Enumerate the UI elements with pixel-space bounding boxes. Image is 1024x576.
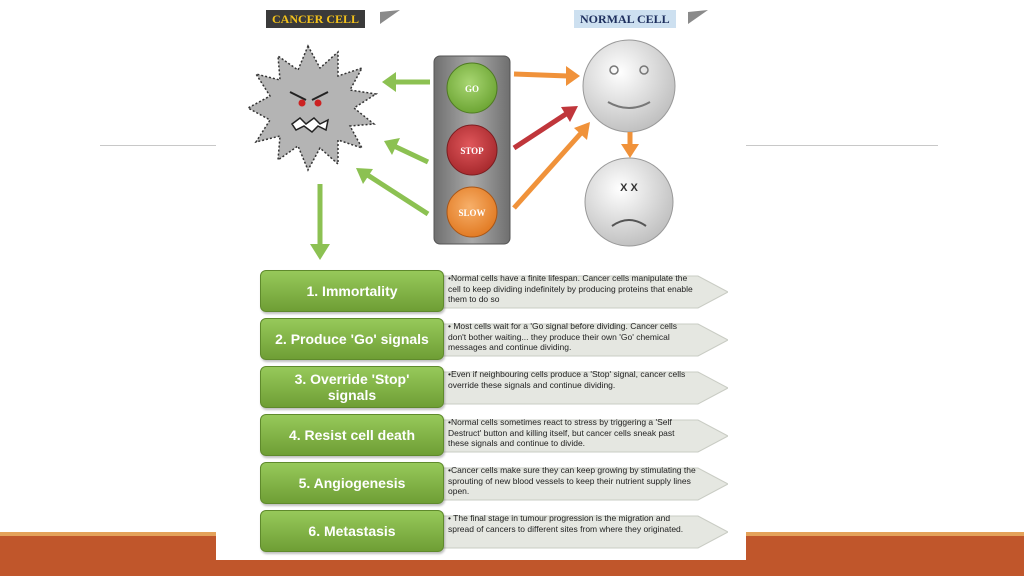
go-light-label: GO [465, 84, 479, 94]
hallmark-description: •Even if neighbouring cells produce a 'S… [448, 369, 686, 390]
slide-divider-left [100, 145, 216, 146]
arrow-cancer-down [310, 184, 330, 260]
row-arrow-shape [388, 323, 728, 357]
cancer-cell-label: CANCER CELL [266, 10, 366, 28]
hallmark-description: • The final stage in tumour progression … [448, 513, 684, 534]
hallmark-description: •Cancer cells make sure they can keep gr… [448, 465, 696, 496]
row-arrow-shape [388, 419, 728, 453]
row-arrow-shape [388, 515, 728, 549]
list-item: 2. Produce 'Go' signals • Most cells wai… [258, 318, 728, 362]
hallmark-description: • Most cells wait for a 'Go signal befor… [448, 321, 678, 352]
stop-light-label: STOP [460, 146, 484, 156]
arrow-go-to-cancer [382, 72, 430, 92]
arrow-go-to-normal [513, 66, 580, 86]
arrow-normal-down [621, 132, 639, 158]
normal-cell-label: NORMAL CELL [574, 10, 676, 28]
sad-cell-icon [584, 157, 674, 247]
hallmark-button[interactable]: 4. Resist cell death [260, 414, 444, 456]
arrow-slow-to-normal [512, 122, 590, 210]
diagram-card: CANCER CELL NORMAL CELL [216, 8, 746, 560]
happy-cell-icon [582, 39, 676, 133]
row-arrow-shape [388, 467, 728, 501]
hallmark-button[interactable]: 1. Immortality [260, 270, 444, 312]
cancer-label-tail [380, 10, 400, 24]
slide-divider-right [746, 145, 938, 146]
arrow-stop-to-normal [512, 106, 578, 151]
hallmark-description: •Normal cells sometimes react to stress … [448, 417, 675, 448]
list-item: 1. Immortality •Normal cells have a fini… [258, 270, 728, 314]
hallmark-button[interactable]: 3. Override 'Stop' signals [260, 366, 444, 408]
list-item: 3. Override 'Stop' signals •Even if neig… [258, 366, 728, 410]
arrow-stop-to-cancer [384, 138, 430, 165]
row-arrow-shape [388, 371, 728, 405]
dead-cell-eyes: X X [620, 182, 638, 194]
hallmark-button[interactable]: 2. Produce 'Go' signals [260, 318, 444, 360]
diagram-graphic: GO STOP SLOW X X [246, 39, 676, 260]
normal-label-tail [688, 10, 708, 24]
list-item: 6. Metastasis • The final stage in tumou… [258, 510, 728, 554]
slow-light-label: SLOW [458, 208, 485, 218]
arrow-slow-to-cancer [356, 168, 430, 217]
traffic-light-icon [433, 55, 511, 245]
hallmark-button[interactable]: 5. Angiogenesis [260, 462, 444, 504]
row-arrow-shape [388, 275, 728, 309]
list-item: 5. Angiogenesis •Cancer cells make sure … [258, 462, 728, 506]
list-item: 4. Resist cell death •Normal cells somet… [258, 414, 728, 458]
hallmark-description: •Normal cells have a finite lifespan. Ca… [448, 273, 693, 304]
hallmark-button[interactable]: 6. Metastasis [260, 510, 444, 552]
cancer-cell-icon [246, 44, 379, 172]
